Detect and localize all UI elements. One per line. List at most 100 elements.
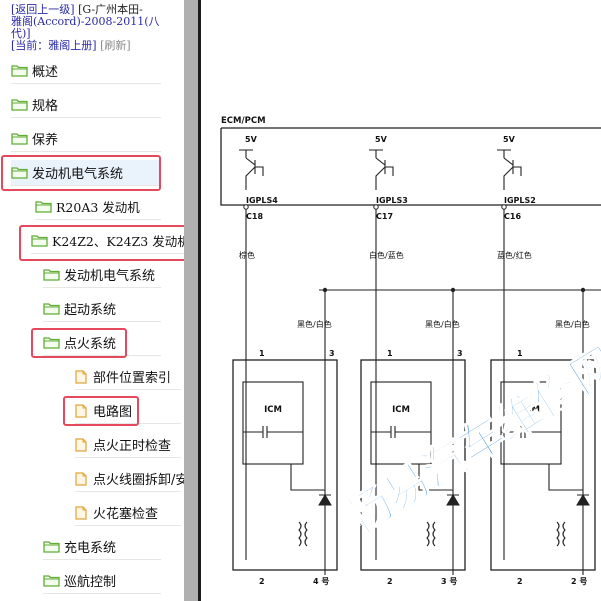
current-location: [当前：雅阁上册] [刷新] bbox=[11, 40, 131, 52]
icm-capacitor bbox=[243, 426, 303, 438]
nav-item-component-index[interactable]: 部件位置索引 bbox=[75, 364, 181, 390]
icm-output-wire bbox=[548, 464, 583, 491]
back-link[interactable]: [返回上一级] bbox=[11, 3, 75, 16]
nav-item-label: 点火线圈拆卸/安装 bbox=[93, 473, 184, 488]
coil-internal-wire bbox=[503, 360, 584, 575]
coil-winding-symbol bbox=[556, 521, 566, 547]
wire-color-label: 白色/蓝色 bbox=[369, 250, 404, 260]
coil-bottom-left-pin: 2 bbox=[517, 577, 523, 586]
nav-item-label: 发动机电气系统 bbox=[32, 167, 124, 182]
coil-pin-right-label: 3 bbox=[587, 349, 593, 358]
nav-item-label: 概述 bbox=[32, 65, 59, 80]
nav-scrollbar[interactable] bbox=[184, 0, 198, 601]
icm-capacitor bbox=[371, 426, 431, 438]
nav-item-k24-engine[interactable]: K24Z2、K24Z3 发动机 bbox=[31, 228, 184, 254]
nav-item-timing-check[interactable]: 点火正时检查 bbox=[75, 432, 181, 458]
nav-item-ignition-system[interactable]: 点火系统 bbox=[43, 330, 161, 356]
nav-item-sparkplug-check[interactable]: 火花塞检查 bbox=[75, 500, 181, 526]
supply-rail bbox=[369, 149, 383, 158]
ignition-coil-box bbox=[360, 359, 466, 571]
icm-box bbox=[242, 381, 304, 465]
folder-icon bbox=[35, 200, 52, 213]
ignition-coil-box bbox=[232, 359, 338, 571]
nav-item-label: 点火系统 bbox=[64, 337, 117, 352]
navigation-tree: [返回上一级] [G-广州本田- 雅阁(Accord)-2008-2011(八 … bbox=[0, 0, 184, 601]
coil-bottom-left-pin: 2 bbox=[259, 577, 265, 586]
nav-item-label: K24Z2、K24Z3 发动机 bbox=[52, 234, 184, 249]
nav-item-label: 点火正时检查 bbox=[93, 439, 172, 454]
nav-item-specs[interactable]: 规格 bbox=[11, 92, 161, 118]
nav-item-label: 部件位置索引 bbox=[93, 371, 172, 386]
nav-item-label: 保养 bbox=[32, 133, 59, 148]
folder-icon bbox=[43, 574, 60, 587]
connector-pin-label: C18 bbox=[246, 212, 263, 221]
folder-icon bbox=[11, 98, 28, 111]
nav-item-label: 火花塞检查 bbox=[93, 507, 159, 522]
current-label: [当前：雅阁上册] bbox=[11, 39, 97, 52]
coil-wire-color-label: 黑色/白色 bbox=[297, 319, 332, 329]
connector-pin bbox=[243, 204, 249, 210]
coil-pin-right-label: 3 bbox=[329, 349, 335, 358]
signal-label: IGPLS4 bbox=[246, 196, 278, 205]
connector-pin bbox=[373, 204, 379, 210]
icm-output-wire bbox=[418, 464, 453, 491]
supply-voltage-label: 5V bbox=[375, 135, 388, 144]
icm-output-wire bbox=[290, 464, 325, 491]
nav-item-label: 发动机电气系统 bbox=[64, 269, 156, 284]
nav-item-label: R20A3 发动机 bbox=[56, 200, 140, 215]
document-icon bbox=[75, 369, 87, 384]
nav-item-r20a3-engine[interactable]: R20A3 发动机 bbox=[35, 194, 161, 220]
nav-item-label: 电路图 bbox=[93, 405, 133, 420]
folder-icon bbox=[11, 166, 28, 179]
nav-item-label: 起动系统 bbox=[64, 303, 117, 318]
nav-item-maintenance[interactable]: 保养 bbox=[11, 126, 161, 152]
nav-item-engine-electrical[interactable]: 发动机电气系统 bbox=[11, 160, 161, 186]
icm-box bbox=[370, 381, 432, 465]
icm-capacitor bbox=[501, 426, 561, 438]
switch-transistor bbox=[375, 157, 386, 190]
nav-item-starting-system[interactable]: 起动系统 bbox=[43, 296, 161, 322]
coil-wire-color-label: 黑色/白色 bbox=[425, 319, 460, 329]
refresh-link[interactable]: [刷新] bbox=[100, 39, 131, 52]
connector-pin-label: C17 bbox=[376, 212, 393, 221]
supply-voltage-label: 5V bbox=[503, 135, 516, 144]
signal-label: IGPLS3 bbox=[376, 196, 408, 205]
coil-number-label: 2 号 bbox=[571, 577, 587, 586]
nav-item-label: 充电系统 bbox=[64, 541, 117, 556]
coil-number-label: 4 号 bbox=[313, 577, 329, 586]
folder-icon bbox=[31, 234, 48, 247]
nav-item-cruise-control[interactable]: 巡航控制 bbox=[43, 568, 161, 594]
nav-item-circuit-diagram[interactable]: 电路图 bbox=[75, 398, 181, 424]
folder-icon bbox=[43, 540, 60, 553]
nav-item-charging-system[interactable]: 充电系统 bbox=[43, 534, 161, 560]
coil-internal-wire bbox=[375, 360, 454, 575]
breadcrumb-path-line3: 代)] bbox=[11, 27, 31, 40]
ignition-coil-box bbox=[490, 359, 596, 571]
breadcrumb-path-line2: 雅阁(Accord)-2008-2011(八 bbox=[11, 15, 160, 28]
folder-icon bbox=[43, 336, 60, 349]
frame-divider bbox=[198, 0, 201, 601]
icm-label: ICM bbox=[264, 405, 282, 415]
wire-color-label: 棕色 bbox=[239, 250, 255, 260]
coil-bottom-left-pin: 2 bbox=[387, 577, 393, 586]
coil-pin-left-label: 1 bbox=[259, 349, 265, 358]
document-icon bbox=[75, 437, 87, 452]
nav-item-overview[interactable]: 概述 bbox=[11, 58, 161, 84]
supply-voltage-label: 5V bbox=[245, 135, 258, 144]
switch-transistor-gate bbox=[513, 166, 522, 176]
nav-item-coil-removal[interactable]: 点火线圈拆卸/安装 bbox=[75, 466, 184, 492]
icm-label: ICM bbox=[392, 405, 410, 415]
folder-icon bbox=[11, 64, 28, 77]
connector-pin-label: C16 bbox=[504, 212, 521, 221]
breadcrumb-path-line1: [G-广州本田- bbox=[78, 3, 143, 16]
signal-label: IGPLS2 bbox=[504, 196, 536, 205]
folder-icon bbox=[11, 132, 28, 145]
coil-pin-left-label: 1 bbox=[387, 349, 393, 358]
coil-wire-color-label: 黑色/白色 bbox=[555, 319, 590, 329]
coil-winding-symbol bbox=[298, 521, 308, 547]
switch-transistor-gate bbox=[385, 166, 394, 176]
folder-icon bbox=[43, 302, 60, 315]
ecm-pcm-box bbox=[220, 127, 601, 206]
nav-item-engine-electrical-sub[interactable]: 发动机电气系统 bbox=[43, 262, 161, 288]
